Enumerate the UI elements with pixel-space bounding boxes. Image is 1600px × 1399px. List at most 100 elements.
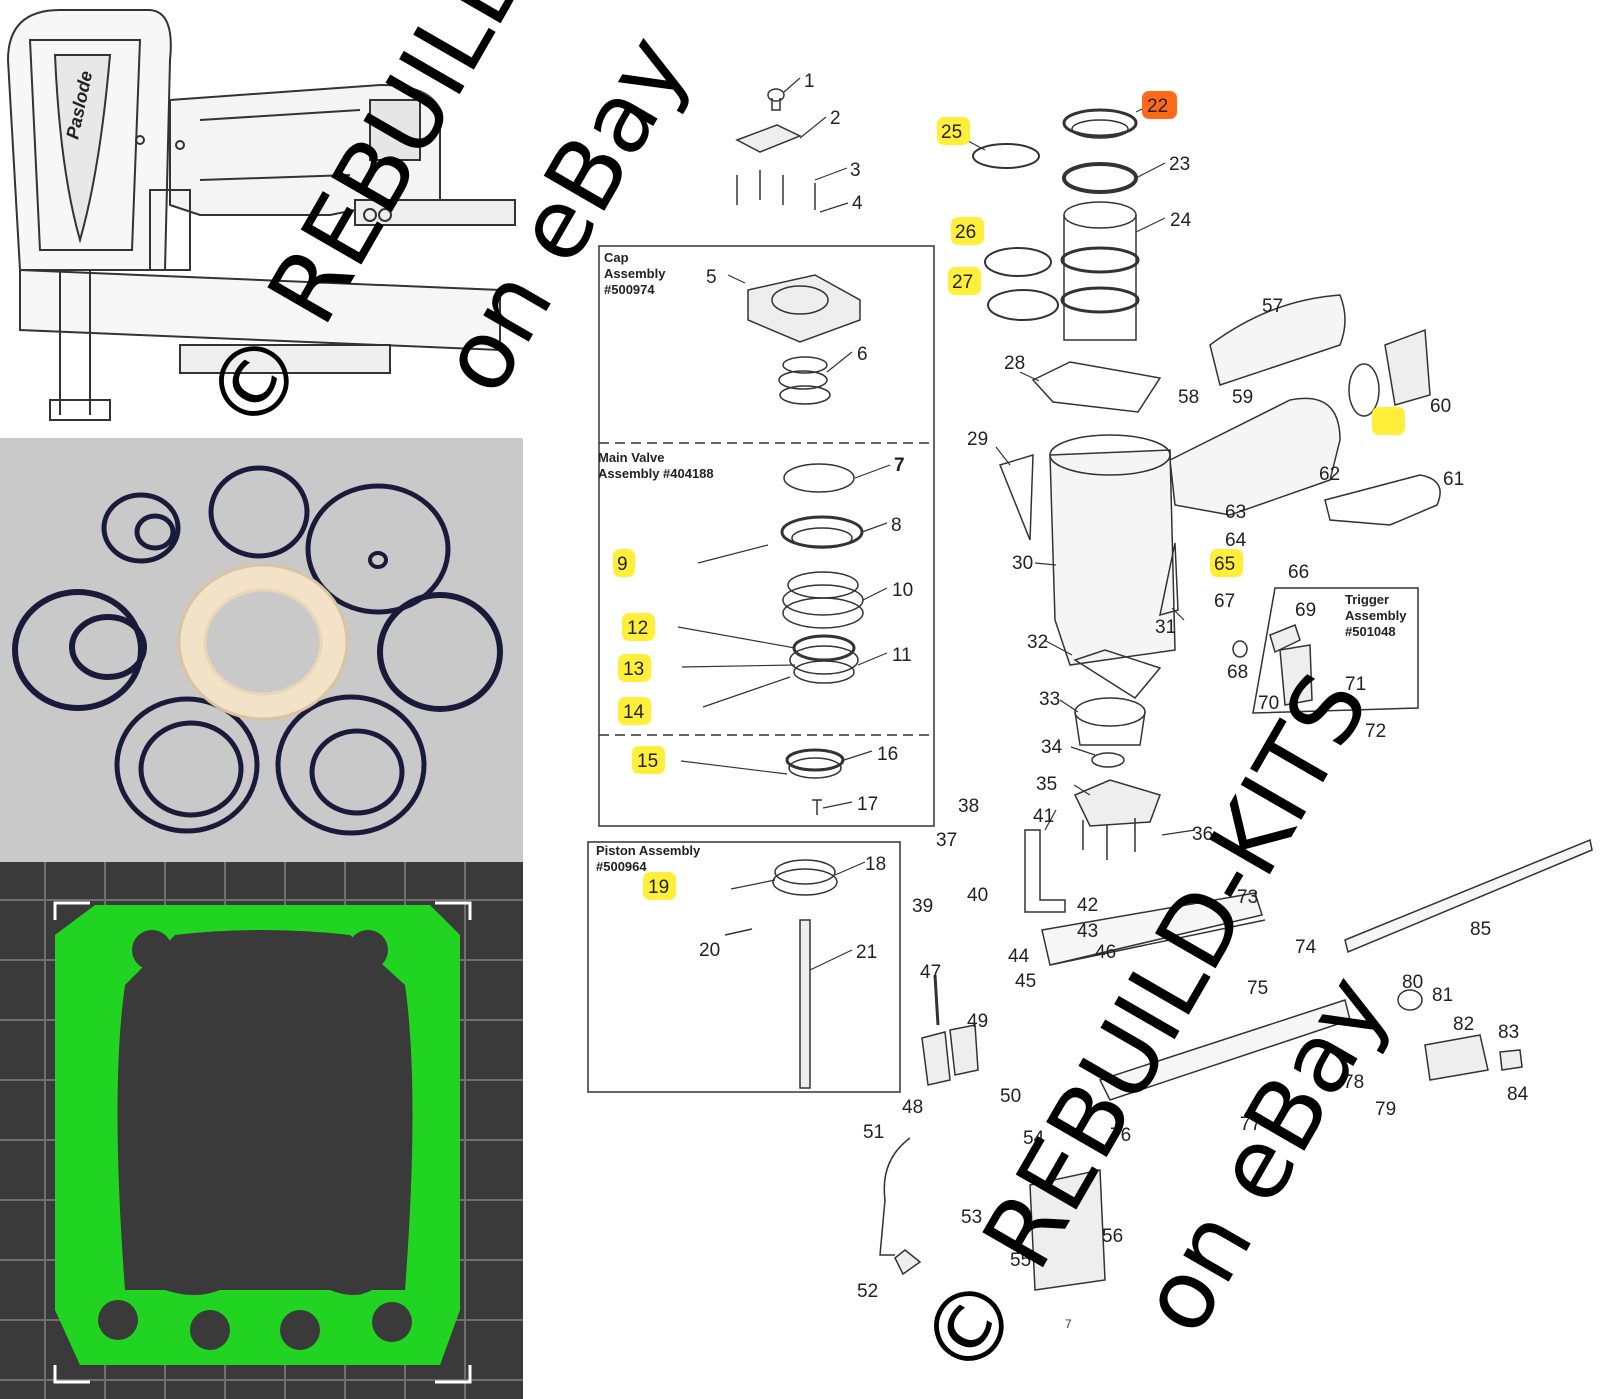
callout-78: 78 bbox=[1343, 1072, 1364, 1093]
callout-60: 60 bbox=[1430, 396, 1451, 417]
callout-80: 80 bbox=[1402, 972, 1423, 993]
callout-13: 13 bbox=[623, 659, 644, 680]
callout-33: 33 bbox=[1039, 689, 1060, 710]
callout-19: 19 bbox=[648, 877, 669, 898]
callout-22: 22 bbox=[1147, 96, 1168, 117]
callout-35: 35 bbox=[1036, 774, 1057, 795]
callout-62: 62 bbox=[1319, 464, 1340, 485]
callout-5: 5 bbox=[706, 267, 717, 288]
callout-64: 64 bbox=[1225, 530, 1247, 551]
callout-23: 23 bbox=[1169, 154, 1190, 175]
callout-21: 21 bbox=[856, 942, 877, 963]
callout-4: 4 bbox=[852, 193, 863, 214]
callout-83: 83 bbox=[1498, 1022, 1519, 1043]
callout-58: 58 bbox=[1178, 387, 1199, 408]
callout-51: 51 bbox=[863, 1122, 884, 1143]
callout-30: 30 bbox=[1012, 553, 1033, 574]
callout-labels: 1 2 3 4 5 6 7 8 9 10 11 12 13 14 15 16 1… bbox=[617, 71, 1529, 1302]
callout-70: 70 bbox=[1258, 693, 1279, 714]
callout-81: 81 bbox=[1432, 985, 1453, 1006]
callout-74: 74 bbox=[1295, 937, 1317, 958]
corner-marks bbox=[53, 901, 472, 1384]
callout-1: 1 bbox=[804, 71, 815, 92]
callout-7: 7 bbox=[894, 455, 905, 476]
callout-10: 10 bbox=[892, 580, 913, 601]
callout-50: 50 bbox=[1000, 1086, 1021, 1107]
callout-24: 24 bbox=[1170, 210, 1192, 231]
callout-75: 75 bbox=[1247, 978, 1268, 999]
callout-12: 12 bbox=[627, 618, 648, 639]
callout-28: 28 bbox=[1004, 353, 1025, 374]
part-drawings bbox=[724, 88, 1593, 1291]
callout-17: 17 bbox=[857, 794, 878, 815]
callout-42: 42 bbox=[1077, 895, 1098, 916]
callout-38: 38 bbox=[958, 796, 979, 817]
callout-68: 68 bbox=[1227, 662, 1248, 683]
callout-29: 29 bbox=[967, 429, 988, 450]
bumper-ring bbox=[177, 563, 349, 721]
callout-69: 69 bbox=[1295, 600, 1316, 621]
callout-20: 20 bbox=[699, 940, 720, 961]
callout-53: 53 bbox=[961, 1207, 982, 1228]
callout-79: 79 bbox=[1375, 1099, 1396, 1120]
leader-lines bbox=[677, 77, 1196, 971]
callout-54: 54 bbox=[1023, 1128, 1045, 1149]
oring-set bbox=[12, 465, 503, 836]
callout-34: 34 bbox=[1041, 737, 1063, 758]
callout-36: 36 bbox=[1192, 824, 1213, 845]
piston-assembly-title: Piston Assembly#500964 bbox=[596, 843, 701, 874]
callout-76: 76 bbox=[1110, 1125, 1131, 1146]
callout-73: 73 bbox=[1237, 887, 1258, 908]
callout-46: 46 bbox=[1095, 942, 1116, 963]
callout-77: 77 bbox=[1240, 1114, 1261, 1135]
callout-8: 8 bbox=[891, 515, 902, 536]
callout-49: 49 bbox=[967, 1011, 988, 1032]
callout-37: 37 bbox=[936, 830, 957, 851]
callout-71: 71 bbox=[1345, 674, 1366, 695]
callout-40: 40 bbox=[967, 885, 988, 906]
callout-48: 48 bbox=[902, 1097, 923, 1118]
nailer-tool-illustration bbox=[6, 9, 516, 421]
callout-18: 18 bbox=[865, 854, 886, 875]
callout-27: 27 bbox=[952, 272, 973, 293]
callout-26: 26 bbox=[955, 222, 976, 243]
callout-14: 14 bbox=[623, 702, 645, 723]
assembly-boxes bbox=[587, 245, 1419, 1093]
callout-65: 65 bbox=[1214, 554, 1235, 575]
callout-56: 56 bbox=[1102, 1226, 1123, 1247]
callout-31: 31 bbox=[1155, 617, 1176, 638]
callout-67: 67 bbox=[1214, 591, 1235, 612]
callout-2: 2 bbox=[830, 108, 841, 129]
callout-32: 32 bbox=[1027, 632, 1048, 653]
callout-55: 55 bbox=[1010, 1250, 1031, 1271]
callout-43: 43 bbox=[1077, 921, 1098, 942]
callout-82: 82 bbox=[1453, 1014, 1474, 1035]
callout-6: 6 bbox=[857, 344, 868, 365]
callout-44: 44 bbox=[1008, 946, 1030, 967]
highlight-badges bbox=[613, 91, 1405, 900]
callout-59: 59 bbox=[1232, 387, 1253, 408]
callout-41: 41 bbox=[1033, 806, 1054, 827]
callout-11: 11 bbox=[892, 645, 912, 666]
callout-3: 3 bbox=[850, 160, 861, 181]
callout-57: 57 bbox=[1262, 296, 1283, 317]
callout-63: 63 bbox=[1225, 502, 1246, 523]
page-number: 7 bbox=[1065, 1317, 1072, 1331]
callout-25: 25 bbox=[941, 122, 962, 143]
callout-84: 84 bbox=[1507, 1084, 1529, 1105]
callout-15: 15 bbox=[637, 751, 658, 772]
callout-85: 85 bbox=[1470, 919, 1491, 940]
callout-47: 47 bbox=[920, 962, 941, 983]
callout-16: 16 bbox=[877, 744, 898, 765]
callout-52: 52 bbox=[857, 1281, 878, 1302]
callout-9: 9 bbox=[617, 554, 628, 575]
callout-45: 45 bbox=[1015, 971, 1036, 992]
callout-39: 39 bbox=[912, 896, 933, 917]
callout-61: 61 bbox=[1443, 469, 1464, 490]
callout-66: 66 bbox=[1288, 562, 1309, 583]
cylinder-gasket bbox=[55, 905, 460, 1365]
